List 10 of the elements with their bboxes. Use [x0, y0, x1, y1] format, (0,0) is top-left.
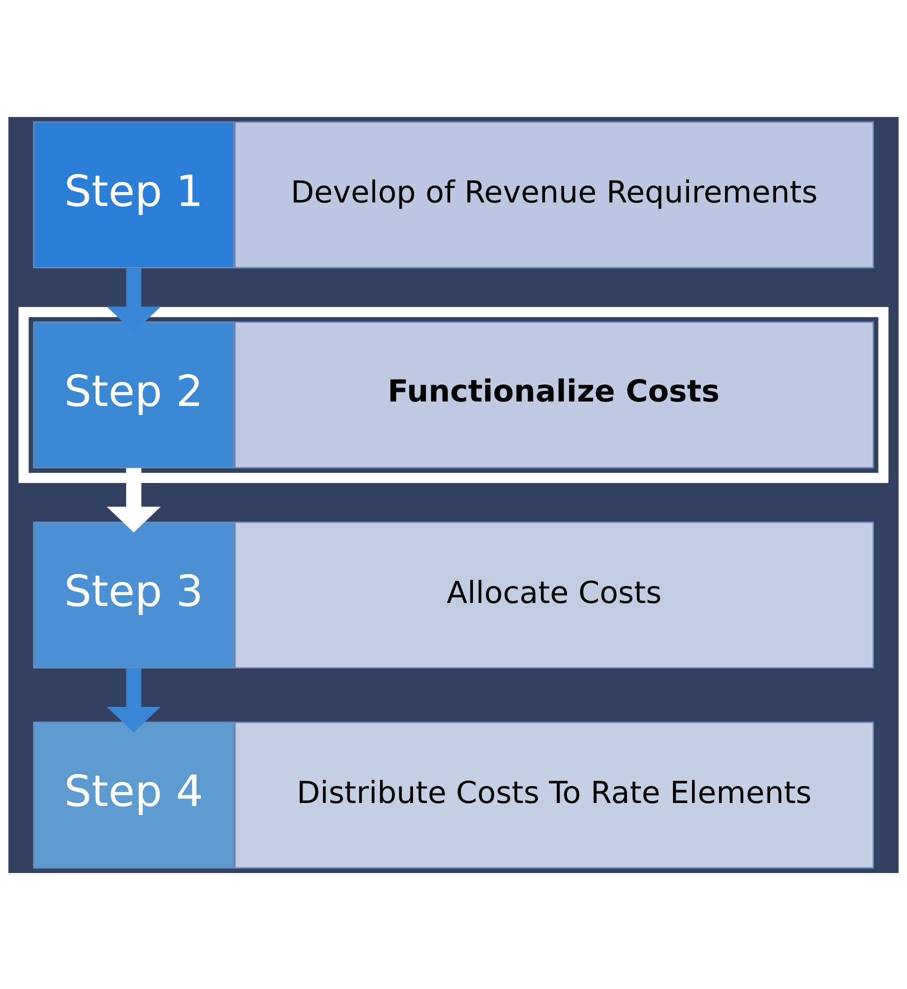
node-box: Develop of Revenue Requirements: [234, 120, 874, 268]
node-box: Distribute Costs To Rate Elements: [234, 721, 874, 868]
node-box: Step 2: [33, 321, 234, 468]
arrow: [106, 468, 161, 532]
node-box: Step 3: [33, 521, 234, 668]
node-box: Step 4: [33, 721, 234, 868]
node-box: Functionalize Costs: [234, 321, 874, 468]
node-box: Step 1: [33, 120, 234, 268]
arrow: [106, 668, 161, 732]
node-box: Allocate Costs: [234, 521, 874, 668]
